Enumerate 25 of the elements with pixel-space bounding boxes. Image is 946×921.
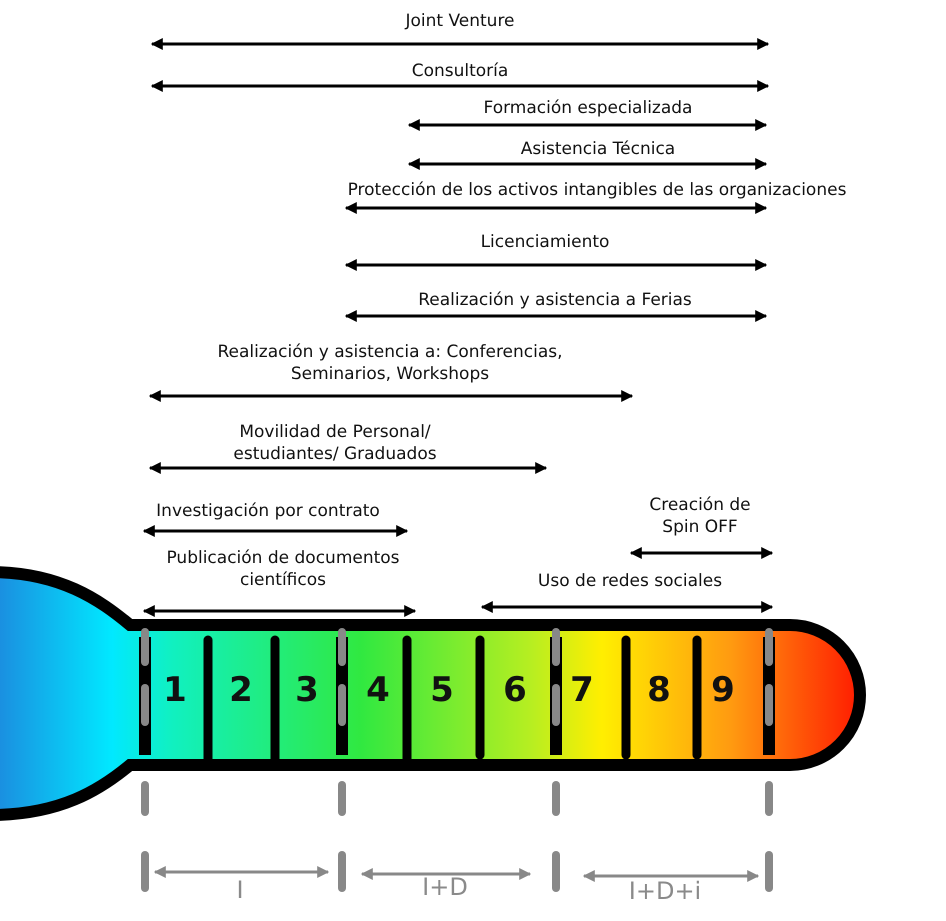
activity-label: Licenciamiento xyxy=(480,231,610,254)
level-number: 9 xyxy=(711,669,735,712)
activity-label: Protección de los activos intangibles de las organizaciones xyxy=(348,179,846,202)
level-number: 2 xyxy=(229,669,253,712)
activity-label: Consultoría xyxy=(412,60,508,82)
activity-label: Creación de Spin OFF xyxy=(648,494,752,538)
phase-label: I+D+i xyxy=(628,876,702,907)
activity-label: Asistencia Técnica xyxy=(520,138,676,160)
activity-label: Uso de redes sociales xyxy=(538,570,722,592)
level-number: 8 xyxy=(647,669,671,712)
activity-label: Investigación por contrato xyxy=(156,500,380,522)
level-number: 1 xyxy=(163,669,187,712)
phase-label: I xyxy=(236,875,244,906)
activity-label: Publicación de documentos científicos xyxy=(165,547,401,592)
activity-label: Movilidad de Personal/ estudiantes/ Graduados xyxy=(232,421,438,466)
level-number: 3 xyxy=(295,669,319,712)
activity-label: Joint Venture xyxy=(405,10,515,32)
level-number: 7 xyxy=(570,669,594,712)
level-number: 4 xyxy=(366,669,390,712)
level-number: 5 xyxy=(430,669,454,712)
activity-label: Realización y asistencia a: Conferencias, Seminarios, Workshops xyxy=(216,341,564,386)
activity-label: Formación especializada xyxy=(484,97,692,120)
phase-label: I+D xyxy=(422,872,468,903)
activity-label: Realización y asistencia a Ferias xyxy=(418,289,692,312)
level-number: 6 xyxy=(503,669,527,712)
